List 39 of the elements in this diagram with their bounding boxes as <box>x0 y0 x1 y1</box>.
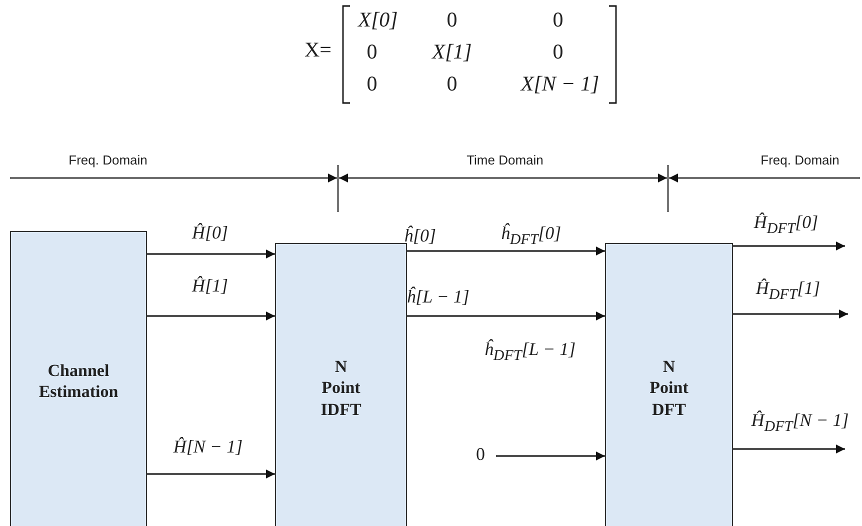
edge-label: Ĥ$_{DFT}$[N − 1] <box>751 410 849 436</box>
matrix-entry: 0 <box>446 72 458 96</box>
edge-label: Ĥ$_{DFT}$[0] <box>754 212 818 238</box>
matrix-entry: X[N − 1] <box>520 72 600 96</box>
arrow <box>733 242 845 250</box>
edge-label: Ĥ$_{DFT}$[1] <box>756 278 820 304</box>
matrix-entry: 0 <box>552 8 564 32</box>
arrow <box>147 312 275 320</box>
matrix-entry: X[1] <box>432 40 472 64</box>
domain-label: Time Domain <box>466 152 544 168</box>
matrix-label: X= <box>304 38 332 62</box>
matrix-entry: 0 <box>366 40 378 64</box>
matrix-entry: 0 <box>446 8 458 32</box>
arrow <box>733 444 845 454</box>
edge-label: Ĥ[0] <box>192 222 228 244</box>
process-box <box>10 231 147 526</box>
block-title: Channel Estimation <box>38 360 118 402</box>
process-box <box>275 243 407 526</box>
arrow <box>147 250 275 258</box>
arrow <box>407 312 605 320</box>
matrix-entry: 0 <box>552 40 564 64</box>
arrow <box>147 470 275 478</box>
domain-label: Freq. Domain <box>68 152 148 168</box>
edge-label: Ĥ[N − 1] <box>173 436 243 458</box>
matrix-entry: 0 <box>366 72 378 96</box>
block-title: N Point DFT <box>650 356 688 420</box>
edge-label: Ĥ[1] <box>192 276 228 296</box>
block-title: N Point IDFT <box>320 356 362 420</box>
process-box <box>605 243 733 526</box>
edge-label: ĥ[0] <box>404 226 436 246</box>
arrow <box>407 246 605 256</box>
signal-value: 0 <box>476 444 485 465</box>
matrix-entry: X[0] <box>358 8 398 32</box>
signal-label: ĥ$_{DFT}$[L − 1] <box>484 339 576 365</box>
edge-label: ĥ[L − 1] <box>406 286 470 308</box>
domain-label: Freq. Domain <box>760 152 840 168</box>
signal-label: ĥ$_{DFT}$[0] <box>500 223 562 249</box>
arrow <box>496 452 605 460</box>
arrow <box>733 310 848 318</box>
